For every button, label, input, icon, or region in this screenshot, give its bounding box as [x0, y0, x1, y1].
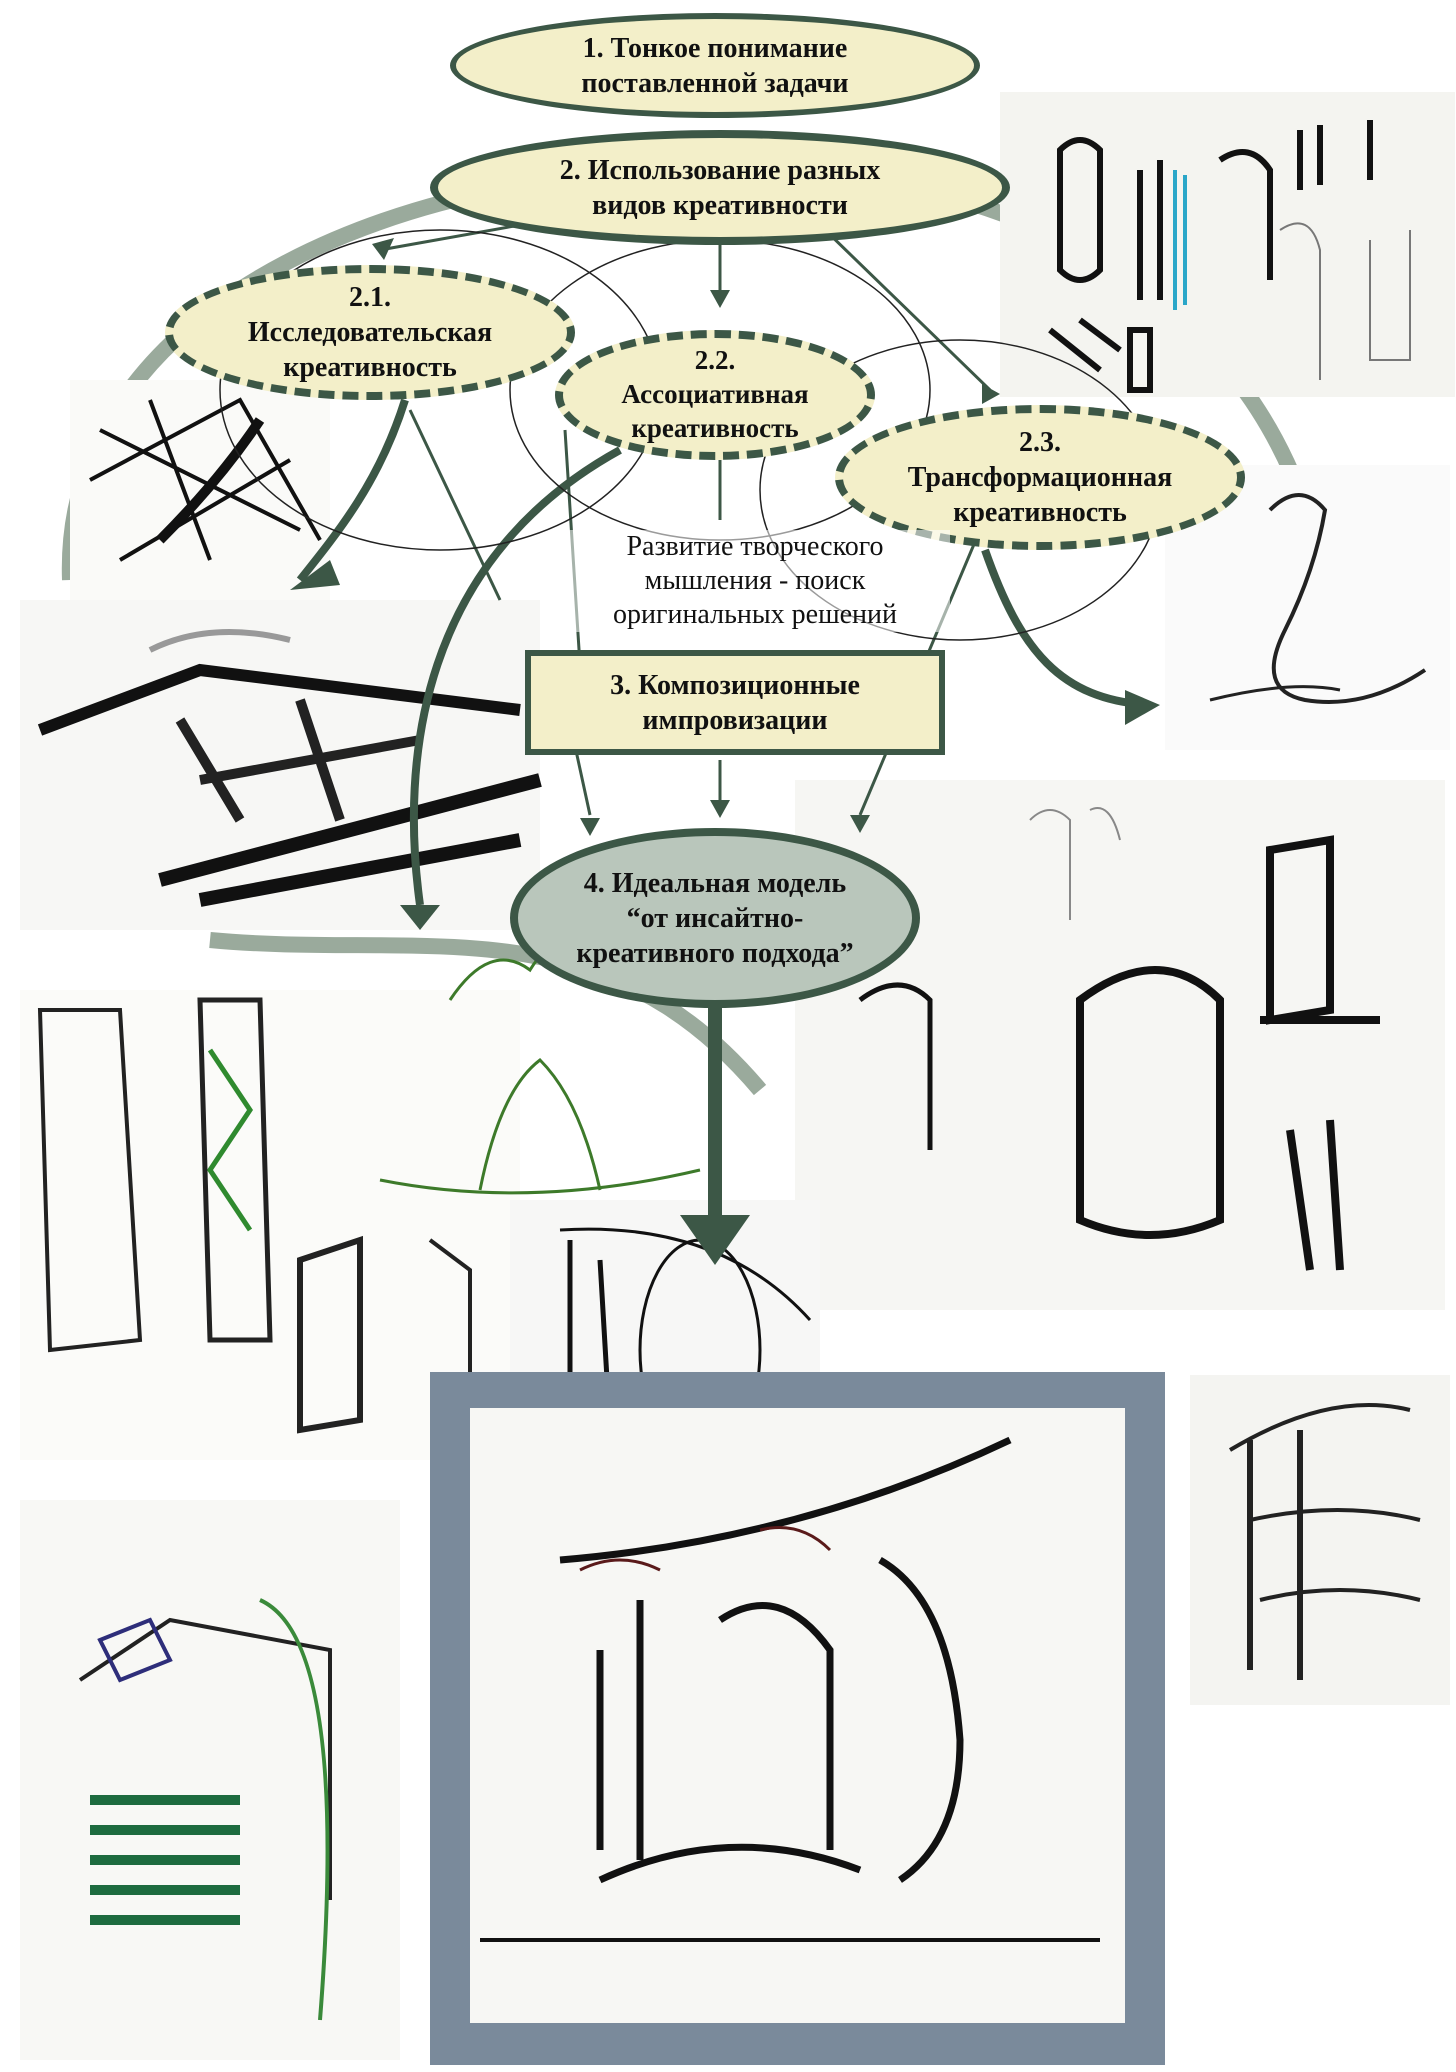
arrowhead-3-right	[850, 815, 870, 833]
arrowhead-3-mid	[710, 800, 730, 818]
node-creativity-types: 2. Использование разных видов креативнос…	[430, 130, 1010, 245]
arrowhead-22	[400, 905, 440, 930]
node-associative-creativity: 2.2. Ассоциативная креативность	[555, 330, 875, 460]
sketch-towers-right	[795, 780, 1445, 1310]
node-composition-improvisation: 3. Композиционные импровизации	[525, 650, 945, 755]
arrowhead-2-22	[710, 290, 730, 308]
outer-arc-bottom	[209, 932, 767, 1096]
sketch-bottom-right	[1190, 1375, 1450, 1705]
curve-22-down	[409, 446, 622, 906]
arrowhead-23	[1125, 690, 1160, 725]
arrow-2-to-21	[379, 223, 521, 252]
arrowhead-2-23	[982, 384, 1000, 404]
node-research-creativity: 2.1. Исследовательская креативность	[165, 265, 575, 400]
arrowhead-main	[680, 1215, 750, 1265]
node-ideal-model: 4. Идеальная модель “от инсайтно- креати…	[510, 828, 920, 1008]
caption-creative-thinking: Развитие творческого мышления - поиск ор…	[560, 530, 950, 633]
node-task-understanding: 1. Тонкое понимание поставленной задачи	[450, 13, 980, 118]
curve-21-left	[296, 398, 409, 583]
framed-sketch	[430, 1372, 1165, 2065]
arrowhead-3-left	[580, 818, 600, 836]
arrowhead-2-21	[372, 238, 394, 260]
arrow-2-to-23	[818, 223, 992, 392]
sketch-masterplan	[20, 600, 542, 930]
curve-23-right	[981, 548, 1151, 709]
sketch-bottom-left	[20, 1500, 400, 2060]
sketch-research-left	[70, 380, 330, 610]
node-transformational-creativity: 2.3. Трансформационная креативность	[835, 405, 1245, 550]
sketch-top-right	[1000, 92, 1455, 397]
arrowhead-21	[290, 560, 340, 590]
